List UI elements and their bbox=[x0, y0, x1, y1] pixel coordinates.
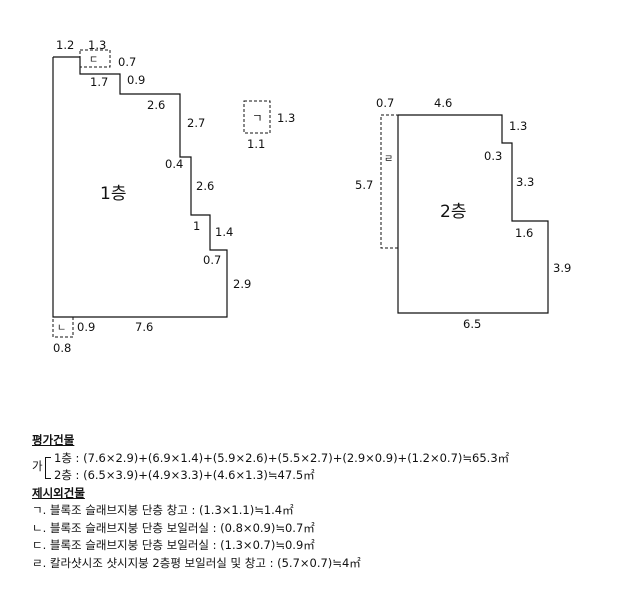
dim-notch-height: 0.7 bbox=[118, 55, 136, 69]
floor-calc-group: 가 1층 : (7.6×2.9)+(6.9×1.4)+(5.9×2.6)+(5.… bbox=[32, 450, 612, 485]
annex-n-box bbox=[52, 316, 74, 338]
dim-floor2-bottom: 6.5 bbox=[463, 317, 481, 331]
excluded-item-d: ㄷ. 블록조 슬래브지붕 단층 보일러실 : (1.3×0.7)≒0.9㎡ bbox=[32, 538, 315, 552]
dim-step1-height: 0.9 bbox=[127, 73, 145, 87]
excluded-item-n: ㄴ. 블록조 슬래브지붕 단층 보일러실 : (0.8×0.9)≒0.7㎡ bbox=[32, 520, 315, 535]
dim-right-top: 1.3 bbox=[509, 119, 527, 133]
floor1-calc: 1층 : (7.6×2.9)+(6.9×1.4)+(5.9×2.6)+(5.5×… bbox=[54, 450, 510, 465]
dim-step2-height: 2.7 bbox=[187, 116, 205, 130]
floor2-calc: 2층 : (6.5×3.9)+(4.9×3.3)+(4.6×1.3)≒47.5㎡ bbox=[54, 467, 315, 482]
dim-top-left: 1.2 bbox=[56, 38, 74, 52]
dim-step4-height: 1.4 bbox=[215, 225, 233, 239]
dim-annex-width: 1.1 bbox=[247, 137, 265, 151]
dim-left-bottom: 0.8 bbox=[53, 341, 71, 355]
ga-label: 가 bbox=[32, 458, 43, 473]
dim-floor2-left-height: 5.7 bbox=[355, 178, 373, 192]
excluded-item-g: ㄱ. 블록조 슬래브지붕 단층 창고 : (1.3×1.1)≒1.4㎡ bbox=[32, 503, 294, 517]
floor2-label: 2층 bbox=[440, 202, 466, 222]
dim-step3-height: 2.6 bbox=[196, 179, 214, 193]
symbol-d: ㄷ bbox=[89, 55, 98, 66]
dim-floor2-right-height: 3.9 bbox=[553, 261, 571, 275]
symbol-r: ㄹ bbox=[384, 154, 393, 165]
symbol-g: ㄱ bbox=[252, 111, 263, 125]
dim-step5-width: 0.7 bbox=[203, 253, 221, 267]
excluded-item-r: ㄹ. 칼라샷시조 샷시지붕 2층평 보일러실 및 창고 : (5.7×0.7)≒… bbox=[32, 555, 361, 570]
dim-step2-width: 2.6 bbox=[147, 98, 165, 112]
floor2-outline bbox=[397, 114, 549, 314]
dim-notch-width: 1.3 bbox=[88, 38, 106, 52]
dim-step2-width-f2: 1.6 bbox=[515, 226, 533, 240]
calculation-notes: 평가건물 가 1층 : (7.6×2.9)+(6.9×1.4)+(5.9×2.6… bbox=[32, 432, 612, 572]
dim-step1-width: 1.7 bbox=[90, 75, 108, 89]
annex-g-box bbox=[243, 100, 271, 134]
floor1-outline bbox=[52, 56, 228, 318]
dim-step-width: 0.3 bbox=[484, 149, 502, 163]
dim-annex-height: 1.3 bbox=[277, 111, 295, 125]
dim-step3-width: 0.4 bbox=[165, 157, 183, 171]
bracket bbox=[45, 456, 51, 479]
dim-step-height: 3.3 bbox=[516, 175, 534, 189]
heading-evaluation: 평가건물 bbox=[32, 433, 75, 447]
dim-right-height: 2.9 bbox=[233, 277, 251, 291]
annex-r-box bbox=[380, 114, 399, 249]
dim-left-offset: 0.7 bbox=[376, 96, 394, 110]
floor1-label: 1층 bbox=[100, 184, 126, 204]
floor-plan-diagram: 1층 1.2 1.3 0.7 1.7 0.9 2.6 2.7 0.4 2.6 1… bbox=[52, 38, 571, 355]
dim-floor2-top: 4.6 bbox=[434, 96, 452, 110]
dim-bottom-right: 7.6 bbox=[135, 320, 153, 334]
heading-excluded: 제시외건물 bbox=[32, 485, 85, 500]
symbol-n: ㄴ bbox=[57, 323, 66, 334]
dim-bottom-left: 0.9 bbox=[77, 320, 95, 334]
dim-step4-width: 1 bbox=[193, 219, 200, 233]
annex-d-box bbox=[79, 49, 111, 68]
